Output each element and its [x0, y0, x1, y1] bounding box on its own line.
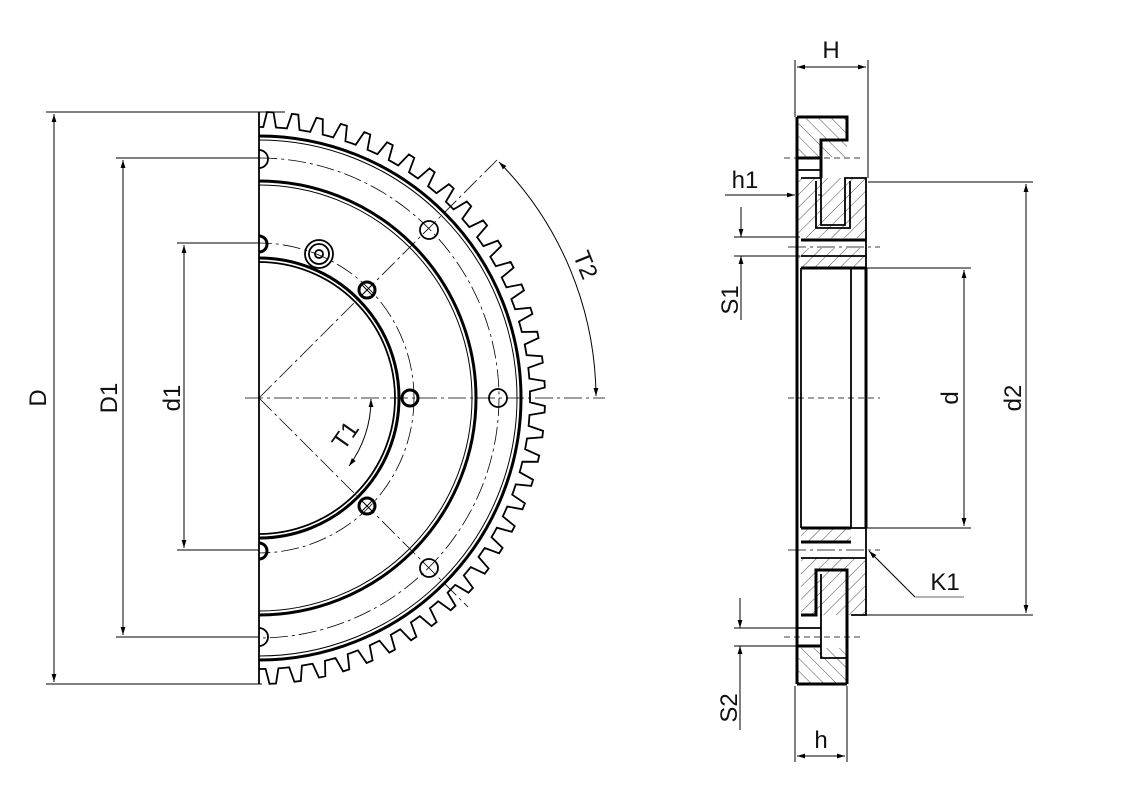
dimension-d1: d1 — [159, 242, 259, 551]
dimension-D: D — [25, 111, 285, 685]
dimension-S2: S2 — [716, 598, 800, 730]
ring-gap-edge — [259, 179, 478, 617]
dimension-h: h — [794, 686, 848, 762]
label-h1: h1 — [732, 167, 759, 194]
label-K1: K1 — [930, 569, 959, 596]
label-T2: T2 — [567, 247, 603, 283]
section-view: H h1 S1 S2 h — [716, 37, 1033, 762]
section-top — [784, 115, 880, 270]
dimension-H: H — [794, 37, 869, 178]
label-D: D — [25, 389, 52, 406]
label-d1: d1 — [159, 385, 186, 412]
diagonal-centerline-down — [258, 397, 469, 608]
dimension-S1: S1 — [717, 207, 800, 320]
diagonal-centerline-up — [258, 159, 498, 399]
front-view: D D1 d1 T1 T2 — [25, 111, 605, 685]
dimension-d2: d2 — [866, 181, 1033, 616]
dimension-D1: D1 — [96, 157, 259, 638]
grease-nipple-icon — [304, 239, 334, 269]
label-S2: S2 — [716, 693, 743, 722]
label-h: h — [814, 727, 827, 754]
label-d2: d2 — [1000, 385, 1027, 412]
label-D1: D1 — [96, 383, 123, 414]
dimension-K1: K1 — [868, 550, 964, 598]
dimension-d: d — [866, 267, 971, 529]
section-bottom — [784, 526, 880, 686]
label-d: d — [937, 391, 964, 404]
inner-bolt-holes — [357, 280, 420, 516]
label-S1: S1 — [717, 285, 744, 314]
dimension-h1: h1 — [725, 167, 822, 198]
label-H: H — [822, 37, 839, 64]
bolt-holes-on-axis — [258, 149, 269, 647]
dimension-T1: T1 — [327, 398, 374, 467]
